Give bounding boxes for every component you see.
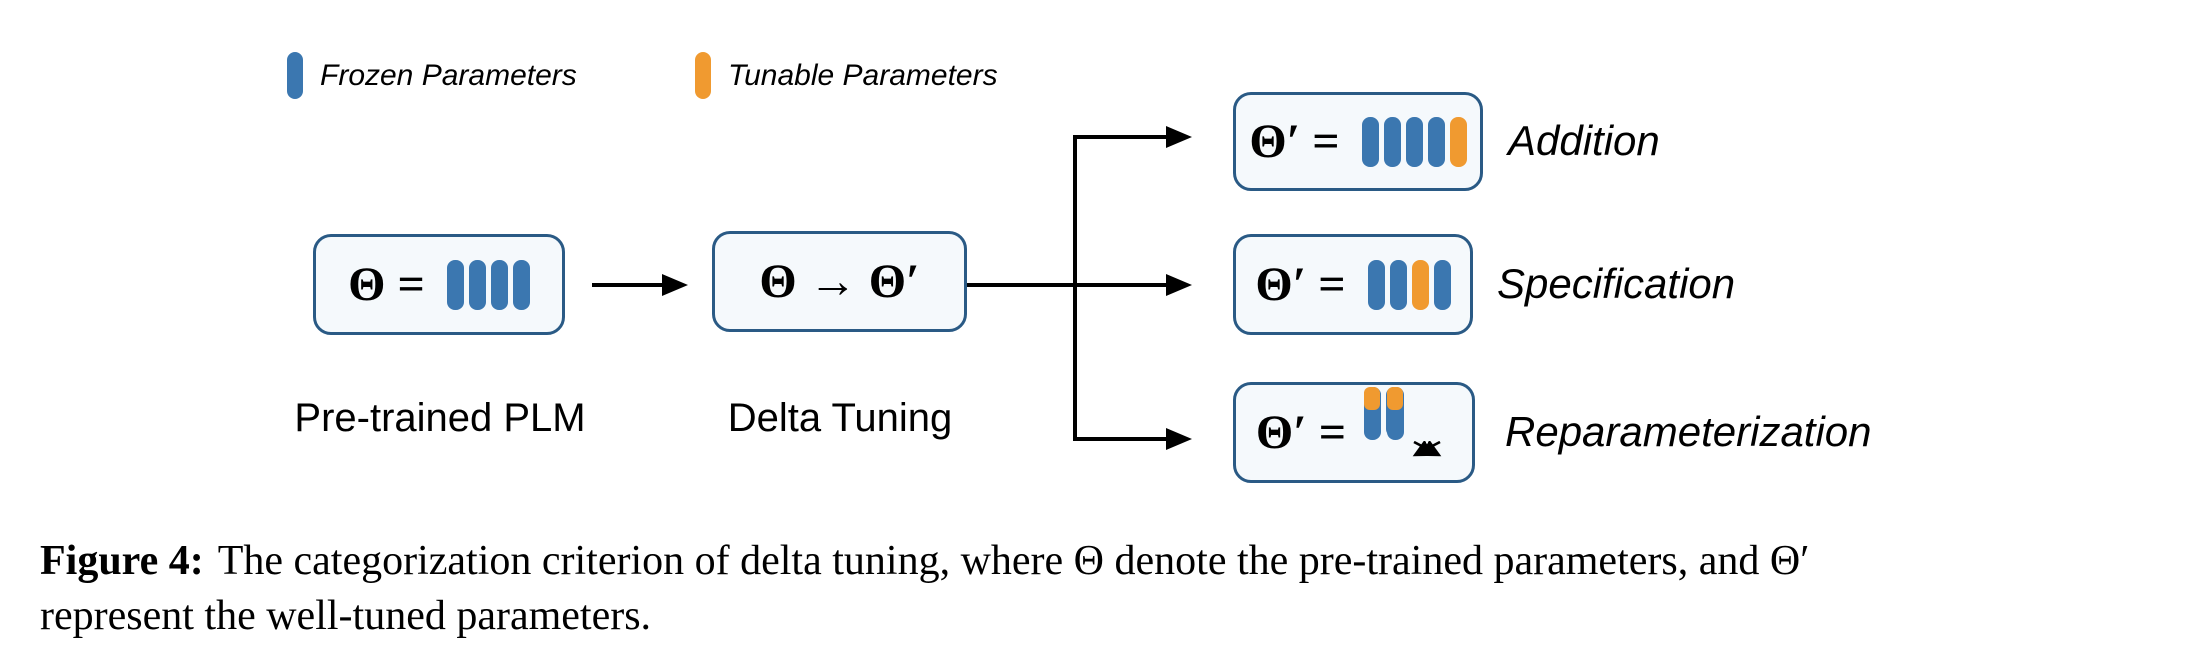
addition-parameter-bars [1361,116,1467,167]
arrow-to-reparameterization-head [1166,427,1192,450]
frozen-parameter-bar [512,259,530,310]
caption-text-1: The categorization criterion of delta tu… [217,538,1810,584]
tunable-parameter-bar [1449,116,1467,167]
specification-node: Θ′ = [1233,234,1473,335]
legend-tunable-label: Tunable Parameters [728,58,998,92]
delta-tuning-label: Delta Tuning [727,396,953,440]
connector-vertical-line [1073,135,1077,441]
frozen-parameter-bar [490,259,508,310]
reparameterization-cross-arrows-icon [1412,440,1442,456]
frozen-parameter-bar [1427,116,1445,167]
legend-tunable-parameters: Tunable Parameters [695,52,998,99]
legend-frozen-parameters: Frozen Parameters [287,52,577,99]
addition-equation: Θ′ = [1249,115,1340,168]
tunable-parameter-swatch [695,52,711,99]
frozen-parameter-bar [1367,259,1385,310]
tunable-parameter-bar [1364,386,1381,410]
reparameterization-equation: Θ′ = [1255,406,1347,459]
arrow-pretrained-to-delta-head [662,273,688,296]
frozen-parameter-bar [468,259,486,310]
reparameterization-label: Reparameterization [1505,408,1872,455]
connector-bottom-line [1075,437,1168,441]
tunable-parameter-bar [1411,259,1429,310]
pretrained-equation: Θ = [348,258,425,311]
reparameterization-node: Θ′ = [1233,382,1475,483]
specification-equation: Θ′ = [1255,258,1346,311]
figure-caption: Figure 4: The categorization criterion of… [40,534,2180,644]
arrow-to-specification-head [1166,273,1192,296]
frozen-parameter-bar [1433,259,1451,310]
frozen-parameter-bar [1361,116,1379,167]
tunable-parameter-bar [1387,386,1404,410]
frozen-parameter-swatch [287,52,303,99]
addition-label: Addition [1508,117,1660,164]
arrow-pretrained-to-delta-line [592,283,664,287]
specification-parameter-bars [1367,259,1451,310]
legend-frozen-label: Frozen Parameters [320,58,577,92]
frozen-parameter-bar [1383,116,1401,167]
caption-line-2: represent the well-tuned parameters. [40,589,2180,644]
pretrained-parameter-bars [446,259,530,310]
caption-line-1: Figure 4: The categorization criterion of… [40,534,2180,589]
pretrained-plm-label: Pre-trained PLM [294,396,586,440]
addition-node: Θ′ = [1233,92,1483,191]
frozen-parameter-bar [446,259,464,310]
connector-top-line [1075,135,1168,139]
pretrained-plm-node: Θ = [313,234,565,335]
frozen-parameter-bar [1405,116,1423,167]
frozen-parameter-bar [1389,259,1407,310]
caption-text-2: represent the well-tuned parameters. [40,593,652,639]
delta-equation: Θ → Θ′ [759,255,920,308]
delta-tuning-node: Θ → Θ′ [712,231,967,332]
reparameterization-low-bars [1364,386,1404,410]
specification-label: Specification [1497,260,1736,307]
connector-middle-line [967,283,1168,287]
arrow-to-addition-head [1166,125,1192,148]
reparameterization-cluster [1364,386,1452,479]
caption-figure-number: Figure 4: [40,538,204,584]
